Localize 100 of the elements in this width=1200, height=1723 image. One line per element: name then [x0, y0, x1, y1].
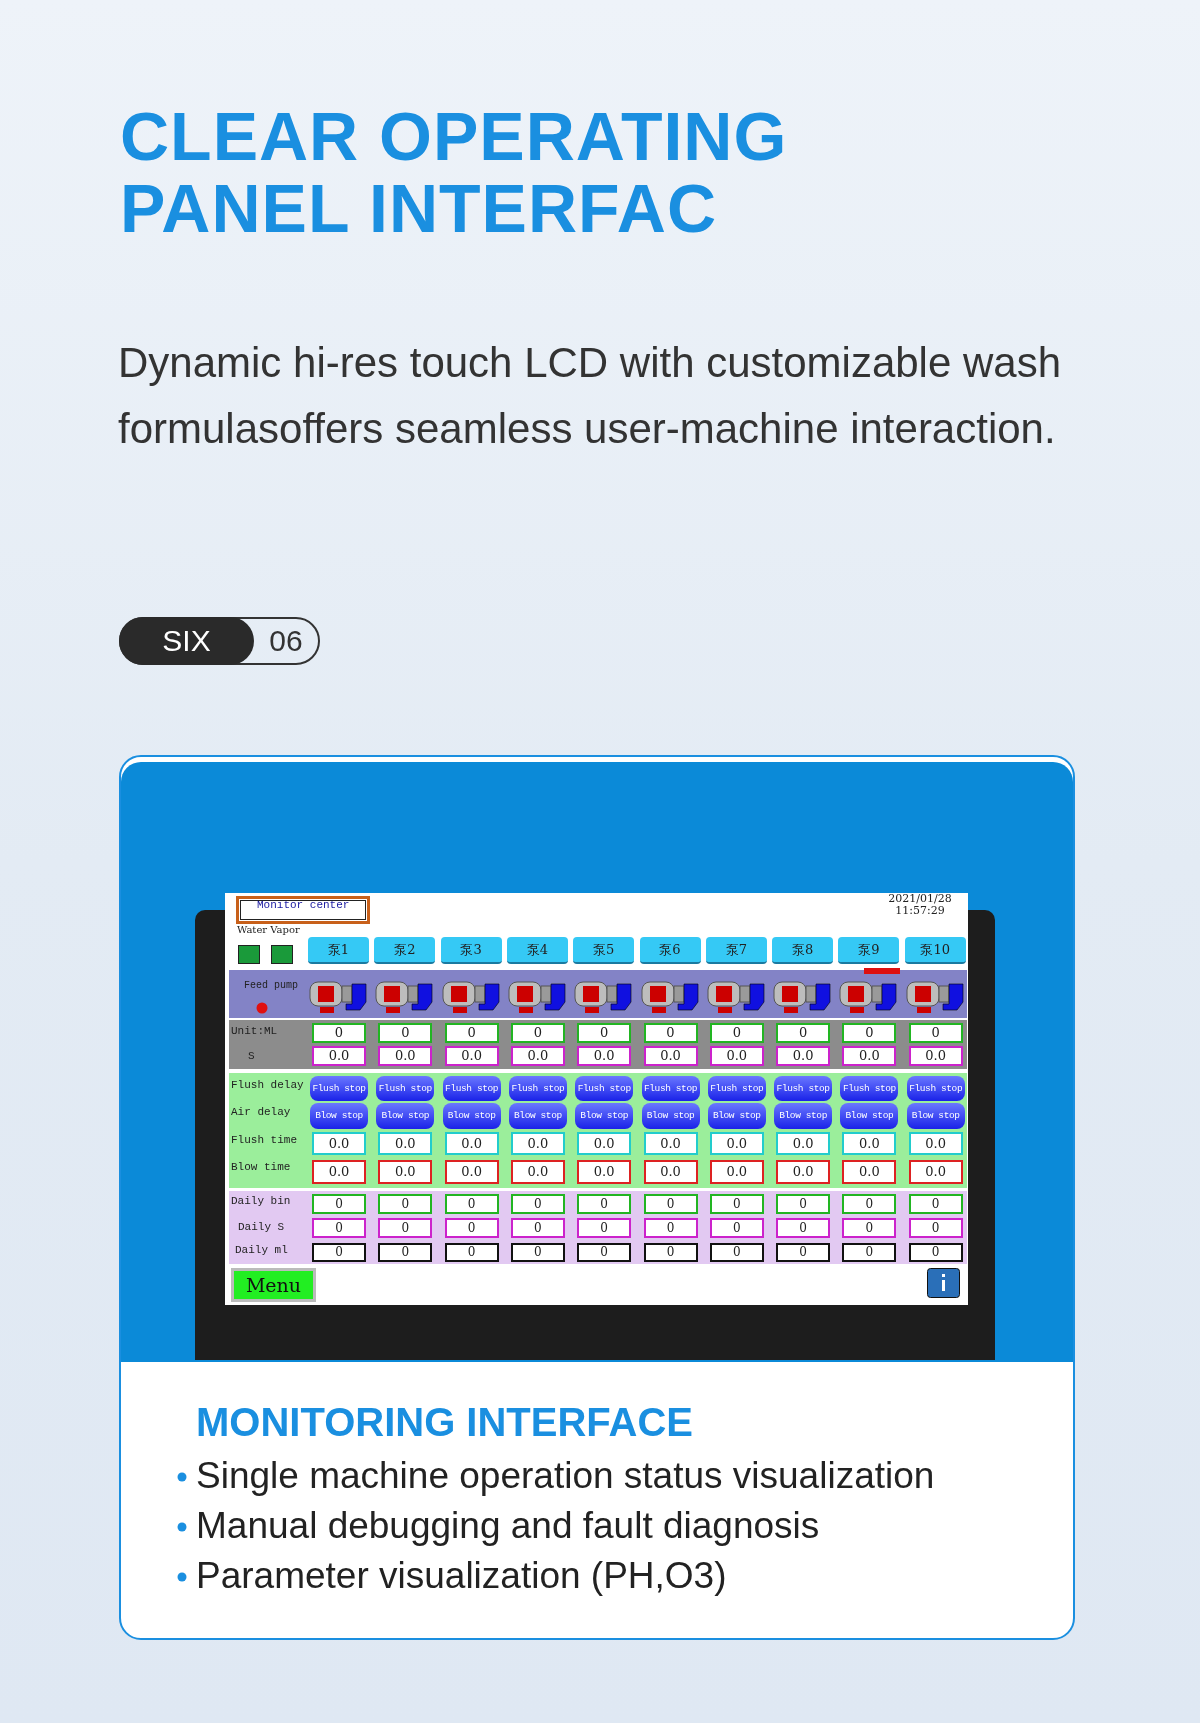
- value-display: 0: [776, 1194, 831, 1214]
- value-display: 0.0: [378, 1160, 433, 1184]
- menu-button: Menu: [231, 1268, 316, 1302]
- value-display: 0: [378, 1194, 433, 1214]
- row-label: Daily S: [238, 1221, 286, 1235]
- stop-button: Blow stop: [508, 1103, 567, 1129]
- pump-tab: 泵2: [374, 937, 436, 964]
- value-display: 0.0: [776, 1132, 831, 1155]
- value-display: 0: [908, 1023, 963, 1043]
- value-display: 0.0: [510, 1160, 565, 1184]
- value-display: 0: [842, 1243, 897, 1262]
- row-label: Unit:ML: [231, 1025, 279, 1039]
- value-display: 0.0: [709, 1046, 764, 1066]
- value-display: 0: [709, 1194, 764, 1214]
- row-label: Feed pump: [244, 980, 299, 993]
- value-display: 0.0: [312, 1160, 366, 1184]
- value-display: 0.0: [510, 1132, 565, 1155]
- value-display: 0.0: [312, 1046, 366, 1066]
- value-display: 0: [709, 1243, 764, 1262]
- value-display: 0: [444, 1194, 499, 1214]
- row-label: Flush delay: [231, 1079, 305, 1093]
- row-label: S: [248, 1050, 256, 1064]
- value-display: 0: [709, 1023, 764, 1043]
- value-display: 0.0: [908, 1132, 963, 1155]
- value-display: 0: [577, 1243, 632, 1262]
- value-display: 0.0: [842, 1160, 897, 1184]
- pump-tab: 泵8: [772, 937, 834, 964]
- value-display: 0: [643, 1194, 698, 1214]
- step-label: SIX: [119, 617, 254, 665]
- value-display: 0: [577, 1218, 632, 1238]
- value-display: 0: [842, 1023, 897, 1043]
- value-display: 0: [510, 1023, 565, 1043]
- value-display: 0.0: [709, 1160, 764, 1184]
- value-display: 0.0: [577, 1132, 632, 1155]
- value-display: 0.0: [444, 1046, 499, 1066]
- stop-button: Flush stop: [641, 1076, 700, 1101]
- pump-tab: 泵1: [308, 937, 369, 964]
- value-display: 0.0: [643, 1046, 698, 1066]
- value-display: 0: [776, 1243, 831, 1262]
- value-display: 0: [378, 1023, 433, 1043]
- value-display: 0: [510, 1218, 565, 1238]
- stop-button: Flush stop: [442, 1076, 501, 1101]
- value-display: 0: [643, 1023, 698, 1043]
- page-title: CLEAR OPERATING PANEL INTERFAC: [120, 100, 789, 244]
- value-display: 0: [643, 1243, 698, 1262]
- value-display: 0.0: [643, 1160, 698, 1184]
- stop-button: Blow stop: [641, 1103, 700, 1129]
- value-display: 0: [312, 1194, 366, 1214]
- date-time: 2021/01/28 11:57:29: [887, 893, 953, 919]
- value-display: 0: [510, 1194, 565, 1214]
- stop-button: Blow stop: [442, 1103, 501, 1129]
- value-display: 0.0: [709, 1132, 764, 1155]
- pump-tab: 泵9: [838, 937, 900, 964]
- value-display: 0: [312, 1218, 366, 1238]
- value-display: 0.0: [577, 1046, 632, 1066]
- stop-button: Flush stop: [508, 1076, 567, 1101]
- value-display: 0.0: [908, 1160, 963, 1184]
- stop-button: Blow stop: [376, 1103, 435, 1129]
- value-display: 0: [378, 1243, 433, 1262]
- bullet-text: Manual debugging and fault diagnosis: [196, 1504, 821, 1548]
- section-heading: MONITORING INTERFACE: [196, 1399, 695, 1446]
- stop-button: Flush stop: [310, 1076, 368, 1101]
- value-display: 0: [643, 1218, 698, 1238]
- stop-button: Flush stop: [906, 1076, 965, 1101]
- pump-tab: 泵10: [904, 937, 966, 964]
- value-display: 0.0: [378, 1046, 433, 1066]
- value-display: 0: [908, 1194, 963, 1214]
- description-text: Dynamic hi-res touch LCD with customizable wash formulasoffers seamless user-machine interaction.: [118, 338, 1062, 454]
- value-display: 0: [842, 1194, 897, 1214]
- value-display: 0.0: [444, 1160, 499, 1184]
- value-display: 0: [510, 1243, 565, 1262]
- value-display: 0: [577, 1194, 632, 1214]
- value-display: 0: [312, 1243, 366, 1262]
- value-display: 0: [908, 1218, 963, 1238]
- stop-button: Flush stop: [840, 1076, 899, 1101]
- step-number: 06: [268, 623, 304, 659]
- value-display: 0: [577, 1023, 632, 1043]
- row-label: Water Vapor: [237, 924, 301, 937]
- stop-button: Flush stop: [707, 1076, 766, 1101]
- value-display: 0: [444, 1243, 499, 1262]
- value-display: 0: [312, 1023, 366, 1043]
- pump-tab: 泵7: [705, 937, 767, 964]
- value-display: 0.0: [444, 1132, 499, 1155]
- row-label: Air delay: [231, 1106, 292, 1120]
- value-display: 0: [776, 1218, 831, 1238]
- stop-button: Blow stop: [310, 1103, 368, 1129]
- stop-button: Blow stop: [575, 1103, 634, 1129]
- stop-button: Flush stop: [575, 1076, 634, 1101]
- pump-tab: 泵4: [506, 937, 568, 964]
- row-label: Flush time: [231, 1134, 298, 1148]
- value-display: 0: [444, 1023, 499, 1043]
- value-display: 0: [776, 1023, 831, 1043]
- pump-tab: 泵5: [573, 937, 635, 964]
- value-display: 0.0: [908, 1046, 963, 1066]
- value-display: 0.0: [776, 1160, 831, 1184]
- value-display: 0: [378, 1218, 433, 1238]
- value-display: 0: [908, 1243, 963, 1262]
- bullet-text: Parameter visualization (PH,O3): [196, 1554, 728, 1598]
- row-label: Daily bin: [231, 1195, 292, 1209]
- value-display: 0.0: [643, 1132, 698, 1155]
